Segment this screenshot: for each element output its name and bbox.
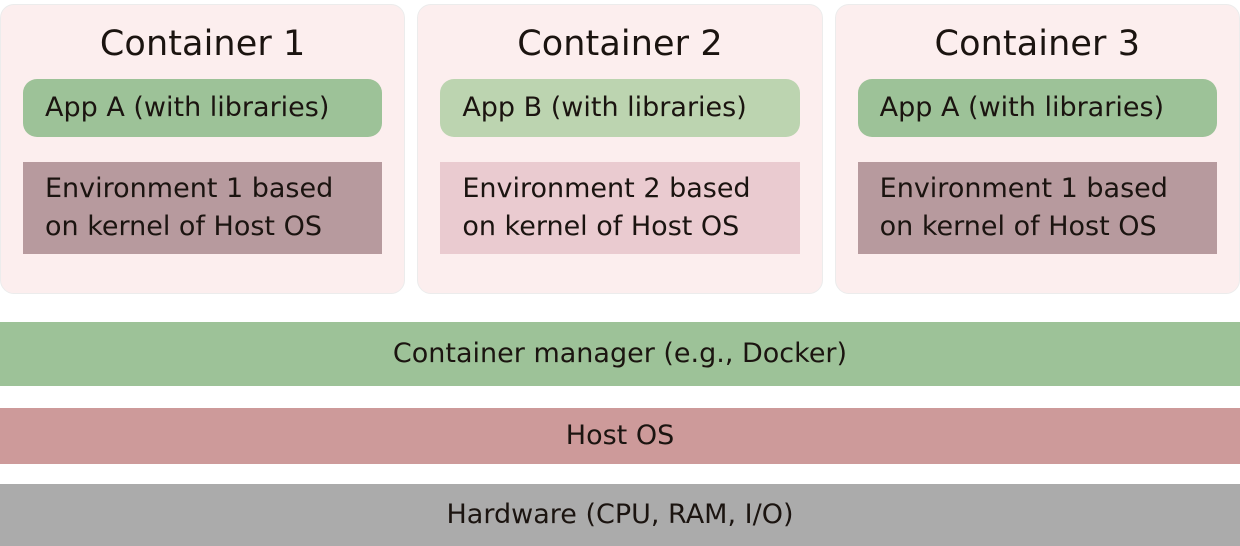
container-title-2: Container 2: [517, 24, 723, 64]
environment-line-3a: Environment 1 based: [879, 173, 1168, 204]
app-box-2: App B (with libraries): [440, 79, 800, 137]
environment-line-1b: on kernel of Host OS: [45, 211, 322, 242]
app-box-3: App A (with libraries): [857, 79, 1217, 137]
environment-line-2b: on kernel of Host OS: [462, 211, 740, 242]
hardware-bar: Hardware (CPU, RAM, I/O): [0, 484, 1240, 546]
container-card-1: Container 1 App A (with libraries) Envir…: [0, 4, 406, 294]
environment-line-2a: Environment 2 based: [462, 173, 751, 204]
app-box-1: App A (with libraries): [23, 79, 383, 137]
container-title-1: Container 1: [99, 24, 306, 64]
environment-box-1: Environment 1 based on kernel of Host OS: [23, 162, 383, 254]
container-card-3: Container 3 App A (with libraries) Envir…: [834, 4, 1240, 294]
container-card-2: Container 2 App B (with libraries) Envir…: [417, 4, 823, 294]
environment-box-3: Environment 1 based on kernel of Host OS: [857, 162, 1217, 254]
environment-box-2: Environment 2 based on kernel of Host OS: [440, 162, 800, 254]
container-manager-bar: Container manager (e.g., Docker): [0, 322, 1240, 386]
host-os-bar: Host OS: [0, 408, 1240, 464]
containers-row: Container 1 App A (with libraries) Envir…: [0, 4, 1240, 294]
environment-line-1a: Environment 1 based: [45, 173, 334, 204]
environment-line-3b: on kernel of Host OS: [879, 211, 1157, 242]
container-title-3: Container 3: [934, 24, 1141, 64]
